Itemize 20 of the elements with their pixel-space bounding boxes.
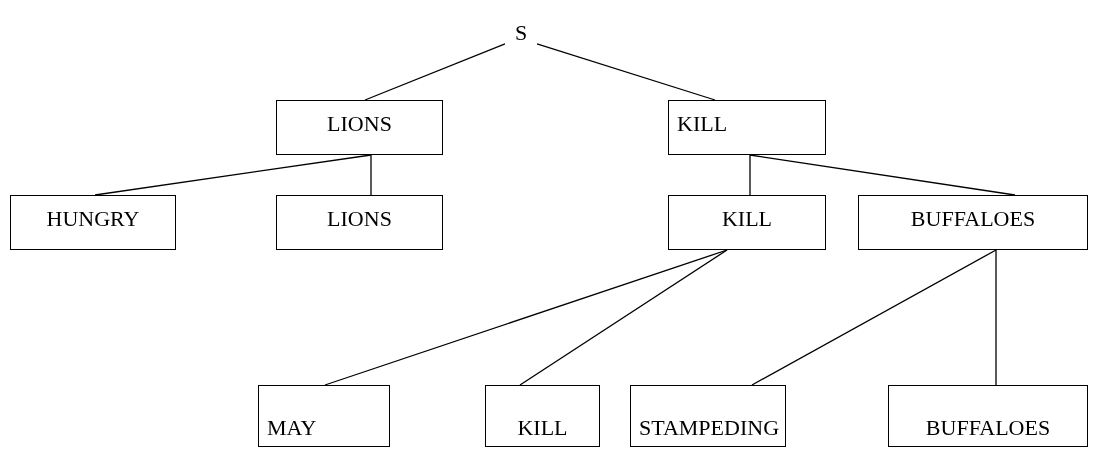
word-box: KILL bbox=[668, 195, 826, 250]
word-box: STAMPEDING bbox=[630, 385, 786, 447]
tree-branch-line bbox=[536, 43, 716, 101]
word-box: KILL bbox=[485, 385, 600, 447]
tree-branch-line bbox=[751, 249, 997, 386]
tree-branch-line bbox=[995, 249, 997, 386]
tree-branch-line bbox=[94, 154, 372, 196]
word-box: BUFFALOES bbox=[858, 195, 1088, 250]
tree-branch-line bbox=[324, 249, 728, 386]
word-box: HUNGRY bbox=[10, 195, 176, 250]
word-box: MAY bbox=[258, 385, 390, 447]
tree-branch-line bbox=[519, 249, 728, 386]
tree-branch-line bbox=[749, 154, 751, 196]
tree-branch-line bbox=[749, 154, 1016, 196]
word-box: LIONS bbox=[276, 195, 443, 250]
word-box: KILL bbox=[668, 100, 826, 155]
word-box: BUFFALOES bbox=[888, 385, 1088, 447]
tree-branch-line bbox=[364, 43, 506, 101]
tree-branch-line bbox=[370, 154, 372, 196]
word-box: LIONS bbox=[276, 100, 443, 155]
